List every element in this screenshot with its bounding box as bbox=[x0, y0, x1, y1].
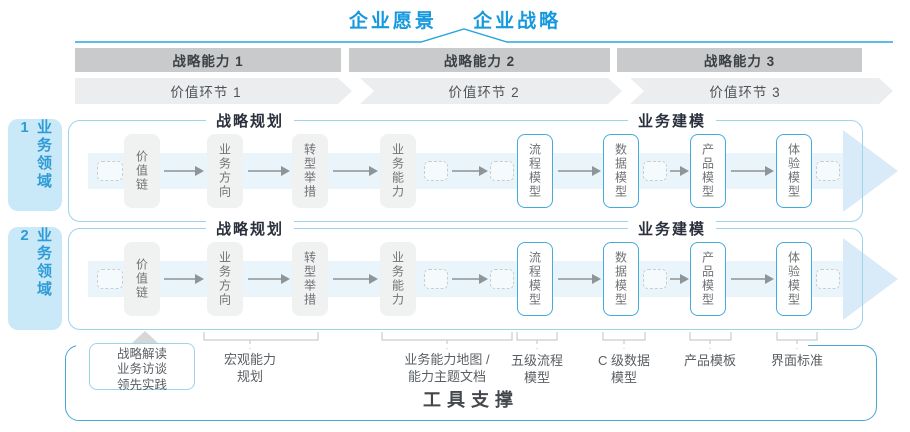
arrow-right-icon bbox=[670, 274, 689, 283]
dashed-placeholder bbox=[816, 269, 840, 289]
title-pointer-line bbox=[75, 28, 893, 43]
tools-support-label: 工具支撑 bbox=[423, 390, 519, 410]
box-transformation-initiatives: 转型举措 bbox=[292, 134, 328, 208]
business-modeling-header: 业务建模 bbox=[627, 218, 717, 239]
arrow-right-icon bbox=[558, 274, 601, 283]
dashed-placeholder bbox=[490, 269, 514, 289]
border-cover bbox=[76, 344, 808, 348]
page-title: 企业愿景 企业战略 bbox=[0, 6, 910, 33]
box-experience-model: 体验模型 bbox=[776, 242, 812, 316]
box-data-model: 数据模型 bbox=[603, 134, 639, 208]
domain-label-2: 业务领域 2 bbox=[8, 227, 62, 330]
arrow-right-icon bbox=[333, 274, 378, 283]
arrow-right-icon bbox=[452, 274, 488, 283]
arrow-right-icon bbox=[333, 166, 378, 175]
box-value-chain: 价值链 bbox=[124, 242, 160, 316]
capability-segment-2: 战略能力 2 bbox=[349, 48, 610, 72]
arrow-right-icon bbox=[558, 166, 601, 175]
arrow-right-icon bbox=[164, 274, 204, 283]
value-link-3: 价值环节 3 bbox=[709, 85, 781, 100]
value-chain-chevrons bbox=[75, 78, 893, 104]
dashed-placeholder bbox=[424, 161, 448, 181]
annotation-product-template: 产品模板 bbox=[683, 353, 736, 368]
box-business-capability: 业务能力 bbox=[380, 242, 416, 316]
strategic-planning-header: 战略规划 bbox=[205, 110, 295, 131]
strategy-title: 企业战略 bbox=[473, 11, 562, 32]
annotation-ui-standard: 界面标准 bbox=[770, 353, 823, 368]
box-data-model: 数据模型 bbox=[603, 242, 639, 316]
band-domain-2: 价值链 业务方向 转型举措 业务能力 流程模型 数据模型 产品模型 体验模型 战… bbox=[68, 218, 898, 330]
arrow-right-icon bbox=[670, 166, 689, 175]
dashed-placeholder bbox=[97, 269, 123, 289]
box-business-direction: 业务方向 bbox=[207, 242, 243, 316]
dashed-placeholder bbox=[643, 161, 667, 181]
box-product-model: 产品模型 bbox=[690, 242, 726, 316]
tools-support-container: 工具支撑 bbox=[65, 344, 877, 421]
box-process-model: 流程模型 bbox=[517, 134, 553, 208]
arrow-right-icon bbox=[731, 166, 774, 175]
band-domain-1: 价值链 业务方向 转型举措 业务能力 流程模型 数据模型 产品模型 体验模型 战… bbox=[68, 110, 898, 222]
box-business-capability: 业务能力 bbox=[380, 134, 416, 208]
annotation-capability-map: 业务能力地图 / 能力主题文档 bbox=[404, 352, 490, 384]
arrow-right-icon bbox=[248, 274, 290, 283]
dashed-placeholder bbox=[816, 161, 840, 181]
annotation-strategy-inputs: 战略解读 业务访谈 领先实践 bbox=[89, 343, 195, 392]
arrow-right-icon bbox=[164, 166, 204, 175]
box-process-model: 流程模型 bbox=[517, 242, 553, 316]
big-arrow-icon bbox=[843, 130, 898, 212]
value-link-1: 价值环节 1 bbox=[170, 85, 242, 100]
dashed-placeholder bbox=[97, 161, 123, 181]
annotation-data-model: C 级数据 模型 bbox=[597, 353, 650, 385]
dashed-placeholder bbox=[643, 269, 667, 289]
capability-segment-1: 战略能力 1 bbox=[75, 48, 341, 72]
box-product-model: 产品模型 bbox=[690, 134, 726, 208]
annotation-process-model: 五级流程 模型 bbox=[510, 353, 563, 385]
domain-label-1: 业务领域 1 bbox=[8, 119, 62, 211]
dashed-placeholder bbox=[424, 269, 448, 289]
box-value-chain: 价值链 bbox=[124, 134, 160, 208]
vision-title: 企业愿景 bbox=[348, 11, 437, 32]
arrow-right-icon bbox=[248, 166, 290, 175]
capability-segment-3: 战略能力 3 bbox=[617, 48, 862, 72]
box-experience-model: 体验模型 bbox=[776, 134, 812, 208]
big-arrow-icon bbox=[843, 238, 898, 320]
dashed-placeholder bbox=[490, 161, 514, 181]
value-link-2: 价值环节 2 bbox=[448, 85, 520, 100]
business-modeling-header: 业务建模 bbox=[627, 110, 717, 131]
box-business-direction: 业务方向 bbox=[207, 134, 243, 208]
arrow-right-icon bbox=[452, 166, 488, 175]
box-transformation-initiatives: 转型举措 bbox=[292, 242, 328, 316]
arrow-right-icon bbox=[731, 274, 774, 283]
strategic-planning-header: 战略规划 bbox=[205, 218, 295, 239]
annotation-macro-capability: 宏观能力 规划 bbox=[223, 352, 276, 384]
